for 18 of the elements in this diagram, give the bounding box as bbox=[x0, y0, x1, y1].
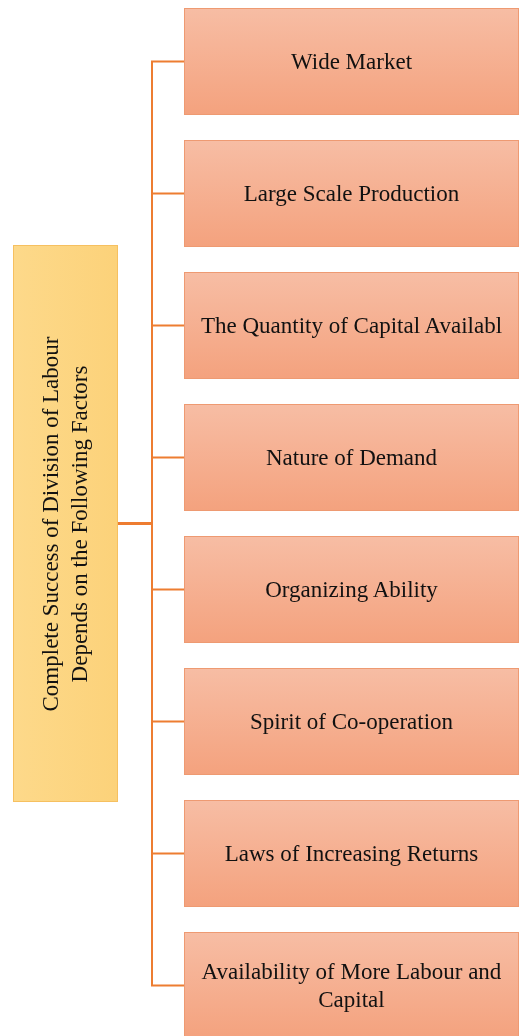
rotated-heading: Complete Success of Division of Labour Depends on the Following Factors bbox=[36, 335, 93, 713]
factor-label: Organizing Ability bbox=[265, 575, 438, 604]
factor-box bbox=[184, 800, 519, 907]
factor-box bbox=[184, 8, 519, 115]
factor-label: Large Scale Production bbox=[243, 179, 460, 208]
factor-label: Laws of Increasing Returns bbox=[224, 839, 479, 868]
factor-label: Wide Market bbox=[290, 47, 413, 76]
factor-label: The Quantity of Capital Availabl bbox=[200, 311, 503, 340]
factor-box bbox=[184, 932, 519, 1036]
factor-label: Nature of Demand bbox=[265, 443, 438, 472]
factor-box bbox=[184, 404, 519, 511]
factor-box bbox=[184, 140, 519, 247]
title-box bbox=[13, 245, 118, 802]
factor-label: Spirit of Co-operation bbox=[249, 707, 454, 736]
factor-box bbox=[184, 536, 519, 643]
factor-label: Availability of More Labour and Capital bbox=[200, 957, 503, 1014]
factor-box bbox=[184, 668, 519, 775]
factor-box bbox=[184, 272, 519, 379]
